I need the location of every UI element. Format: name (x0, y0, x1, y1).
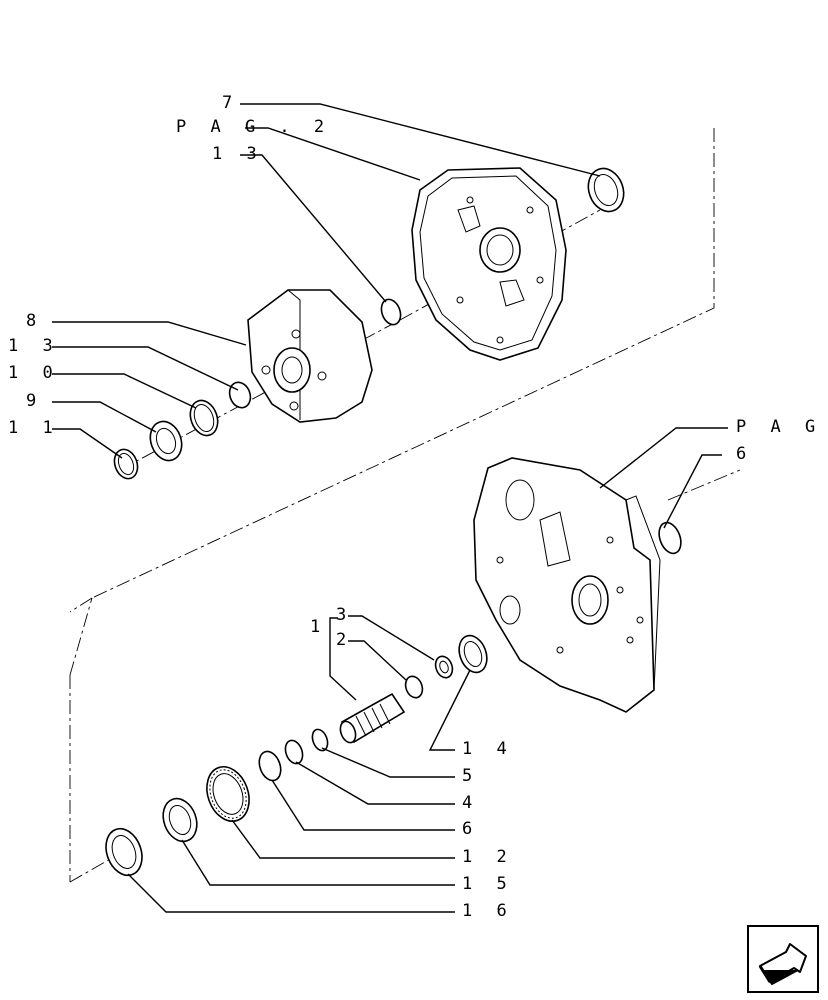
label-13-lower: 1 3 (8, 336, 60, 356)
next-page-arrow-icon[interactable] (747, 925, 819, 993)
snap-ring-13-upper (380, 298, 402, 326)
label-14: 1 4 (462, 739, 514, 759)
seal-16 (105, 827, 143, 877)
upper-housing-plate (411, 167, 567, 361)
gear-12 (206, 766, 250, 822)
label-4: 4 (462, 793, 479, 813)
label-8: 8 (26, 311, 43, 331)
label-pag-3: P A G . 3 (736, 417, 828, 437)
seal-7 (587, 167, 625, 213)
snap-ring-6-lower (258, 750, 282, 782)
label-10: 1 0 (8, 363, 60, 383)
label-7: 7 (222, 93, 239, 113)
bearing-9 (149, 420, 183, 462)
leader-lines (52, 103, 728, 913)
label-13-upper: 1 3 (212, 144, 264, 164)
label-9: 9 (26, 391, 43, 411)
ring-11 (113, 448, 139, 480)
washer-14 (458, 634, 488, 674)
bearing-15 (162, 797, 198, 843)
label-5: 5 (462, 766, 479, 786)
seal-10 (189, 399, 219, 437)
gear-housing (473, 457, 661, 713)
label-12: 1 2 (462, 847, 514, 867)
ring-5 (311, 728, 329, 752)
needle-bearing-3 (434, 655, 454, 679)
pump-body (247, 289, 373, 423)
label-6-right: 6 (736, 444, 753, 464)
label-11: 1 1 (8, 418, 60, 438)
label-1: 1 (310, 617, 327, 637)
label-2: 2 (336, 630, 353, 650)
label-6-lower: 6 (462, 819, 479, 839)
label-3: 3 (336, 605, 353, 625)
ring-4 (284, 739, 304, 765)
snap-ring-13-lower (228, 381, 252, 409)
label-16: 1 6 (462, 901, 514, 921)
part-labels: 7 P A G . 2 1 3 8 1 3 1 0 9 1 1 P A G . … (8, 93, 828, 921)
snap-ring-6-right (658, 521, 682, 555)
label-15: 1 5 (462, 874, 514, 894)
label-pag-2: P A G . 2 (176, 117, 331, 137)
spacer-2 (404, 675, 424, 699)
splined-shaft-1 (339, 692, 406, 744)
